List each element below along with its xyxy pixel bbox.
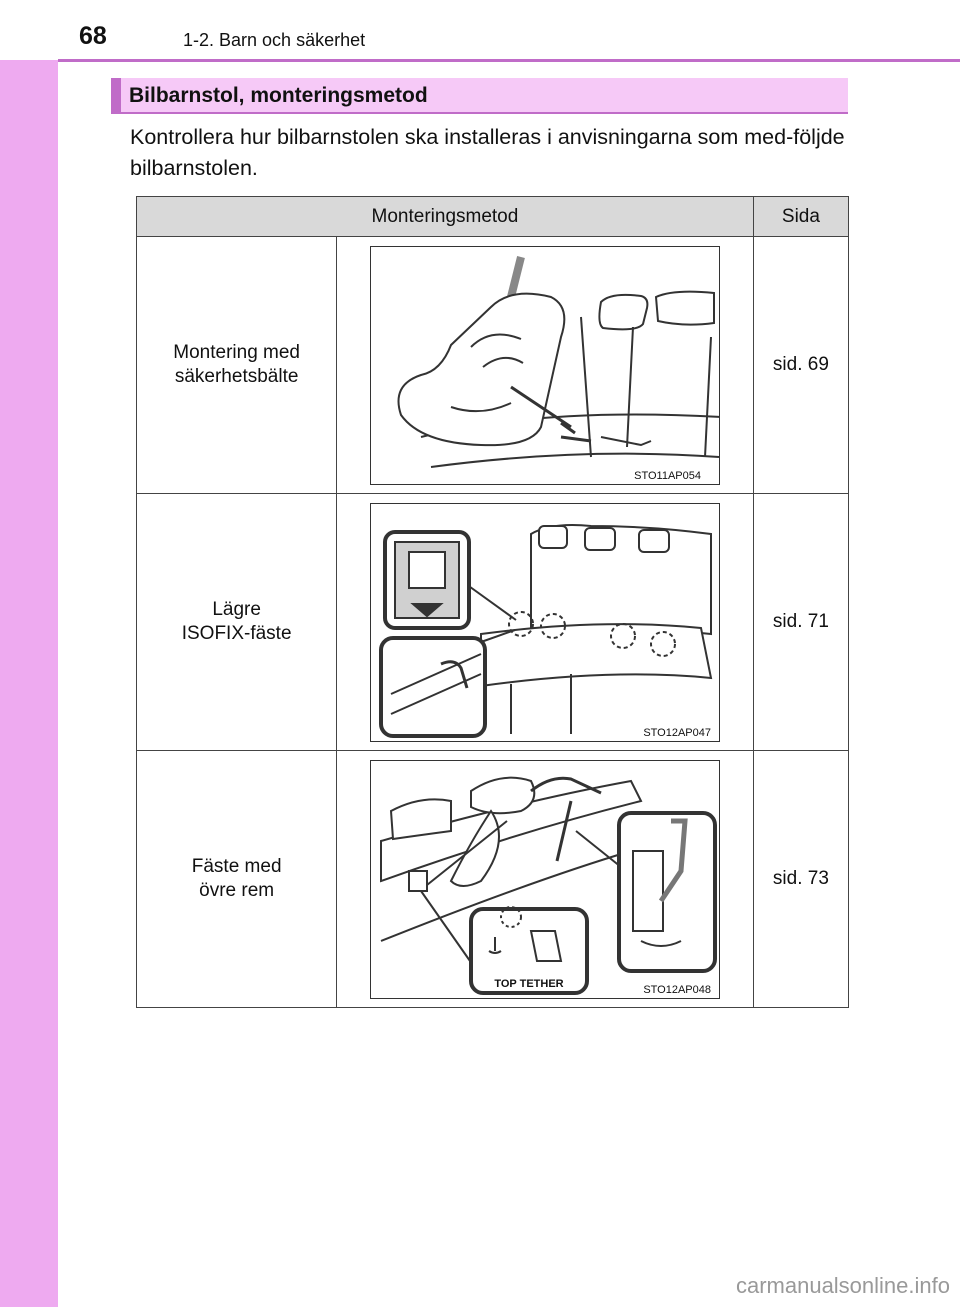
figure-cell: STO12AP047 [336,493,754,751]
seatbelt-install-illustration: STO11AP054 [370,245,721,485]
column-header-page: Sida [752,196,850,237]
method-label-cell: Lägre ISOFIX-fäste [135,493,338,751]
figure-cell: TOP TETHER STO12AP048 [336,750,754,1008]
intro-paragraph: Kontrollera hur bilbarnstolen ska instal… [130,125,845,180]
figure-code: STO12AP047 [643,727,711,739]
figure-label: TOP TETHER [494,978,563,990]
table-header-row: Monteringsmetod Sida [136,196,850,237]
page-reference-link[interactable]: sid. 69 [772,354,829,375]
section-title: Bilbarnstol, monteringsmetod [129,84,428,107]
page-ref-cell: sid. 69 [752,236,850,494]
page-ref-cell: sid. 71 [752,493,850,751]
figure-code: STO12AP048 [643,984,711,996]
section-heading-bar: Bilbarnstol, monteringsmetod [111,78,848,114]
method-label-line: ISOFIX-fäste [181,623,292,644]
heading-accent [111,78,121,112]
page-reference-link[interactable]: sid. 73 [772,868,829,889]
method-label: Fäste med övre rem [138,855,335,903]
page-sidebar-tab [0,0,58,1307]
method-label-line: Montering med [173,342,300,363]
table-row: Montering med säkerhetsbälte [135,236,850,494]
table-row: Fäste med övre rem [135,750,850,1008]
method-label-line: säkerhetsbälte [174,366,299,387]
method-label-line: Lägre [212,599,261,620]
section-path: 1-2. Barn och säkerhet [183,30,366,50]
page-ref-cell: sid. 73 [752,750,850,1008]
method-label-cell: Fäste med övre rem [135,750,338,1008]
page-number: 68 [79,22,107,50]
figure-cell: STO11AP054 [336,236,754,494]
mounting-method-table: Monteringsmetod Sida Montering med säker… [135,196,850,1008]
page-header [0,0,960,60]
method-label-line: Fäste med [191,856,282,877]
page-reference-link[interactable]: sid. 71 [772,611,829,632]
method-label-cell: Montering med säkerhetsbälte [135,236,338,494]
isofix-install-illustration: STO12AP047 [370,502,721,742]
method-label: Montering med säkerhetsbälte [138,341,335,389]
method-label: Lägre ISOFIX-fäste [138,598,335,646]
header-rule [58,59,960,62]
table-row: Lägre ISOFIX-fäste [135,493,850,751]
method-label-line: övre rem [199,880,275,901]
column-header-method: Monteringsmetod [136,196,754,237]
top-tether-install-illustration: TOP TETHER STO12AP048 [370,759,721,999]
figure-code: STO11AP054 [634,470,701,482]
site-watermark: carmanualsonline.info [735,1273,950,1298]
